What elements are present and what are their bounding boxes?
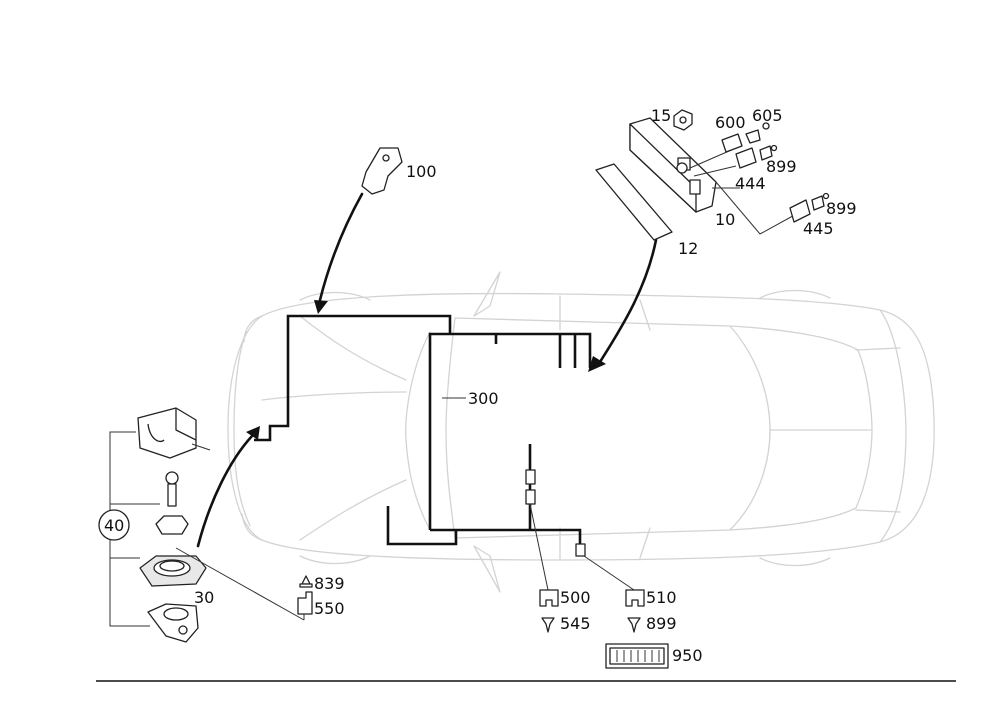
callout-500: 500	[560, 588, 591, 607]
fuse-strip-950	[605, 643, 669, 669]
pointer-arrows	[196, 192, 658, 548]
callout-100: 100	[406, 162, 437, 181]
connector-839-550	[297, 575, 313, 615]
callout-30: 30	[194, 588, 214, 607]
harness-connector-upper	[525, 469, 536, 485]
control-unit-10	[595, 117, 801, 241]
connector-group	[721, 122, 830, 223]
callout-40: 40	[104, 516, 124, 535]
callout-545: 545	[560, 614, 591, 633]
callout-839: 839	[314, 574, 345, 593]
wiring-harness	[254, 314, 592, 557]
car-outline	[227, 271, 935, 593]
callout-899-top: 899	[766, 157, 797, 176]
callout-300: 300	[468, 389, 499, 408]
harness-connector-right	[575, 543, 586, 557]
callout-510: 510	[646, 588, 677, 607]
bracket-part-100	[361, 147, 403, 195]
callout-444: 444	[735, 174, 766, 193]
callout-circle-40	[98, 509, 130, 541]
callout-605: 605	[752, 106, 783, 125]
connector-510-899	[583, 555, 645, 633]
nut-part-15	[673, 109, 693, 131]
callout-445: 445	[803, 219, 834, 238]
callout-550: 550	[314, 599, 345, 618]
callout-15: 15	[651, 106, 671, 125]
callout-950: 950	[672, 646, 703, 665]
callout-12: 12	[678, 239, 698, 258]
callout-600: 600	[715, 113, 746, 132]
callout-10: 10	[715, 210, 735, 229]
callout-899-right: 899	[826, 199, 857, 218]
sensor-assembly-40	[109, 407, 211, 643]
connector-500-545	[529, 503, 559, 633]
callout-899-bottom: 899	[646, 614, 677, 633]
harness-connector-lower	[525, 489, 536, 505]
